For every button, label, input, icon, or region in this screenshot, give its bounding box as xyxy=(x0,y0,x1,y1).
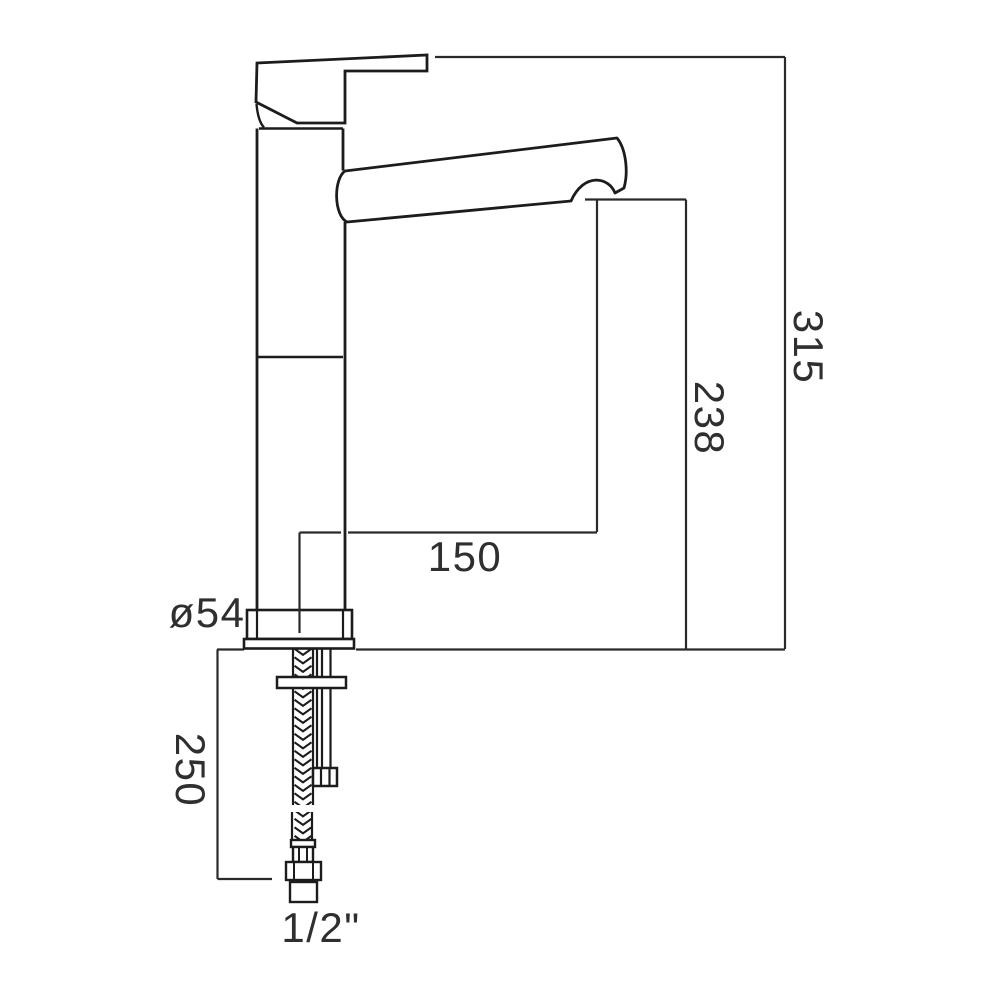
dim-spout-height-lines xyxy=(585,198,688,649)
tap-body xyxy=(255,127,347,610)
dim-hose-length-lines xyxy=(216,649,272,881)
connector-hex-nut xyxy=(284,860,323,882)
hose-connector xyxy=(284,838,323,904)
dim-overall-height-lines xyxy=(435,55,787,649)
spout xyxy=(335,136,628,224)
handle-pivot-arc xyxy=(255,103,265,129)
dim-spout-reach-lines xyxy=(299,199,599,534)
dim-connection-size-label: 1/2" xyxy=(281,904,361,951)
connector-pipe-stub xyxy=(288,880,319,904)
mounting-washer xyxy=(275,675,348,690)
dim-spout-reach-label: 150 xyxy=(427,533,503,580)
dim-hose-length-label: 250 xyxy=(167,732,214,808)
dim-overall-height-label: 315 xyxy=(785,309,832,385)
connector-collar xyxy=(291,845,315,864)
lever-handle xyxy=(254,53,429,129)
dimension-lines xyxy=(216,55,787,881)
mounting-stud xyxy=(311,648,339,788)
dim-spout-height-label: 238 xyxy=(686,380,733,456)
dim-base-diameter-label: ø54 xyxy=(168,589,246,636)
